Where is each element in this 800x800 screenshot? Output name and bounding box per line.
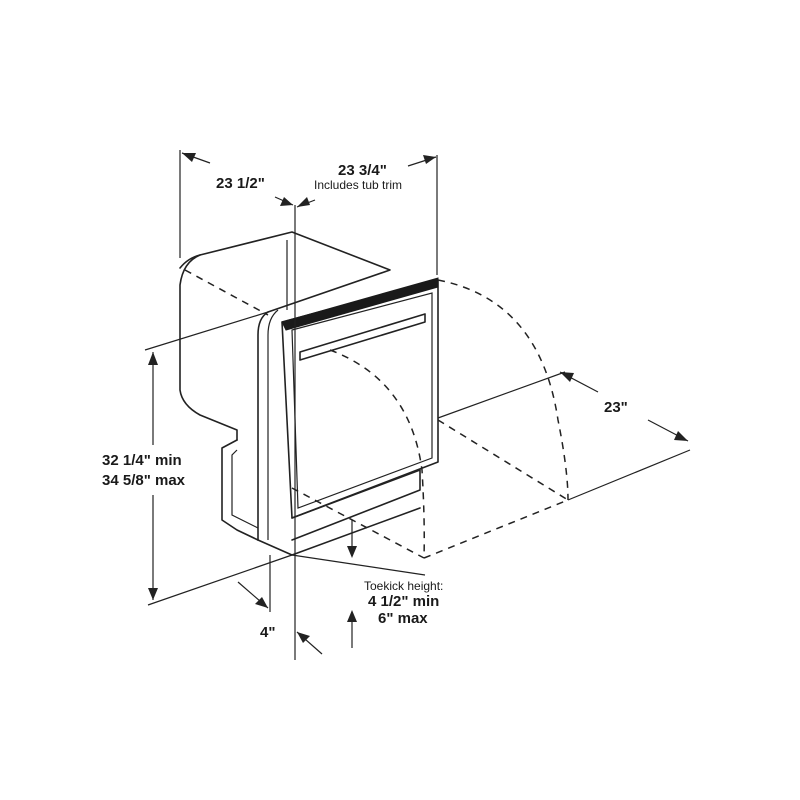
dimension-labels: 23 1/2" 23 3/4" Includes tub trim 23" 32… — [102, 162, 628, 641]
label-toekick-title: Toekick height: — [364, 579, 443, 593]
toekick-inner — [231, 449, 259, 529]
arrowhead — [255, 597, 268, 608]
arrowhead — [423, 155, 436, 164]
back-hidden-edge — [184, 269, 269, 316]
label-height-max: 34 5/8" max — [102, 472, 186, 489]
arrowhead — [182, 153, 196, 162]
base-edge — [257, 507, 421, 556]
arrowhead — [347, 610, 357, 622]
ext-line-floor — [147, 554, 293, 606]
open-door-top — [437, 419, 569, 501]
toekick-recess — [221, 439, 259, 541]
open-door-floor — [423, 499, 569, 559]
top-surface-outline — [179, 231, 391, 313]
dimension-lines — [144, 150, 691, 660]
label-height-min: 32 1/4" min — [102, 452, 182, 469]
label-depth-total: 23 3/4" — [338, 162, 387, 179]
side-panel-edge — [257, 311, 269, 541]
arrowhead — [148, 352, 158, 365]
arrowhead — [560, 372, 574, 382]
arrowhead — [280, 197, 293, 206]
label-toekick-depth: 4" — [260, 624, 275, 641]
label-depth-total-note: Includes tub trim — [314, 178, 402, 192]
door-handle — [299, 313, 426, 361]
label-depth-back: 23 1/2" — [216, 175, 265, 192]
swing-arc-inner — [329, 349, 425, 559]
label-toekick-min: 4 1/2" min — [368, 593, 439, 610]
label-toekick-max: 6" max — [378, 610, 428, 627]
ext-line-top-height — [144, 311, 269, 351]
ext-line-door-open — [567, 449, 691, 501]
arrowhead — [347, 546, 357, 558]
arrowhead — [674, 431, 688, 441]
ext-line-toekick — [291, 554, 426, 576]
dishwasher-body — [179, 231, 439, 556]
ext-line-door-top — [437, 371, 566, 419]
door-panel-inset — [291, 292, 433, 509]
side-panel-edge-inner — [267, 309, 279, 540]
arrowhead — [148, 588, 158, 600]
door-swing-arc — [184, 269, 569, 559]
label-door-swing: 23" — [604, 399, 628, 416]
swing-arc-outer — [437, 279, 569, 501]
arrowhead — [297, 632, 310, 643]
control-strip — [281, 277, 439, 331]
kick-plate — [291, 469, 421, 541]
left-side-outline — [179, 254, 238, 441]
arrowhead — [297, 197, 310, 207]
